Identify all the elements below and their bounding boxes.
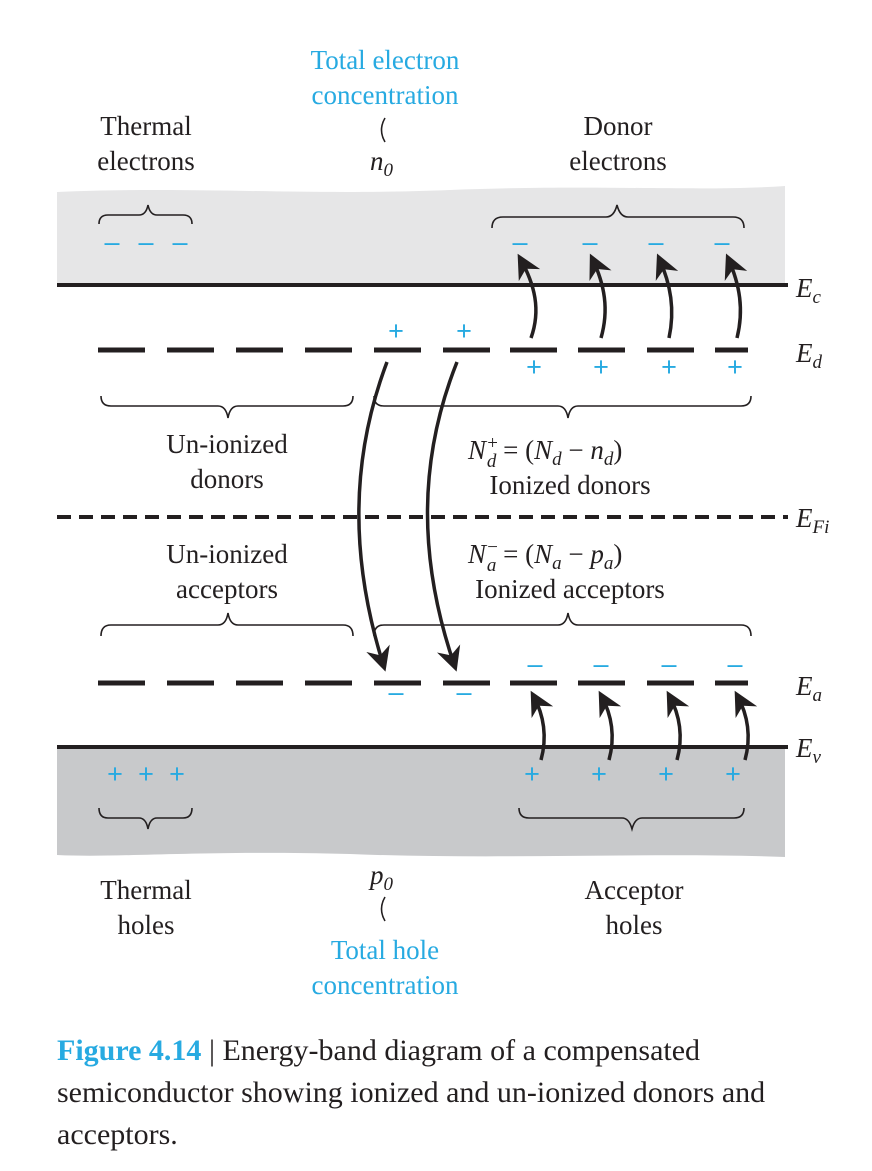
- acceptor-excitation-arrow: [598, 690, 622, 761]
- thermal-hole-sign: +: [138, 759, 154, 789]
- unionized-acceptors-label: acceptors: [176, 574, 278, 604]
- acceptor-hole-sign: +: [658, 759, 674, 789]
- ionized-donor-sign: +: [727, 352, 743, 382]
- ionized-donors-label: Ionized donors: [489, 470, 650, 500]
- unionized-donors-label: donors: [190, 464, 264, 494]
- ionized-acceptor-sign: –: [388, 677, 403, 707]
- unionized-donors-brace: [100, 395, 354, 419]
- ionized-acceptor-sign: –: [661, 649, 676, 679]
- donor-electron-sign: –: [714, 227, 729, 257]
- n0-bracket: [380, 117, 386, 143]
- acceptor-hole-sign: +: [524, 759, 540, 789]
- ionized-donors-brace: [373, 395, 752, 419]
- ed-label: Ed: [795, 338, 823, 373]
- thermal-electrons-label: electrons: [97, 146, 194, 176]
- ionized-acceptors-label: Ionized acceptors: [475, 574, 665, 604]
- acceptor-excitation-arrow: [734, 690, 758, 761]
- caption-separator: |: [201, 1034, 223, 1067]
- ionized-acceptor-sign: –: [593, 649, 608, 679]
- donor-electrons-label: electrons: [569, 146, 666, 176]
- acceptor-hole-sign: +: [725, 759, 741, 789]
- ionized-acceptors-equation: N−a = (Na − pa): [467, 537, 622, 576]
- ec-label: Ec: [795, 273, 822, 308]
- caption-text: Energy-band diagram of a compensated sem…: [57, 1034, 766, 1151]
- donor-electron-sign: –: [648, 227, 663, 257]
- ea-label: Ea: [795, 671, 822, 706]
- p0-symbol: p0: [368, 860, 394, 895]
- acceptor-holes-label: Acceptor: [585, 875, 684, 905]
- compensation-arrow: [425, 361, 461, 672]
- unionized-donors-label: Un-ionized: [166, 429, 288, 459]
- donor-excitation-arrow: [517, 253, 541, 339]
- acceptor-hole-sign: +: [591, 759, 607, 789]
- total-electron-label: Total electron: [311, 45, 460, 75]
- efi-label: EFi: [795, 503, 829, 538]
- conduction-band-region: [57, 186, 785, 285]
- thermal-electrons-brace: [98, 204, 193, 225]
- thermal-holes-label: Thermal: [100, 875, 191, 905]
- ev-label: Ev: [795, 733, 822, 768]
- compensation-arrow: [357, 361, 390, 672]
- donor-electrons-label: Donor: [584, 111, 653, 141]
- donor-electrons-brace: [491, 204, 745, 229]
- thermal-hole-sign: +: [169, 759, 185, 789]
- acceptor-holes-brace: [518, 807, 745, 833]
- donor-excitation-arrow: [655, 253, 679, 339]
- total-electron-label: concentration: [312, 80, 459, 110]
- figure-caption: Figure 4.14 | Energy-band diagram of a c…: [57, 1030, 847, 1156]
- n0-symbol: n0: [370, 146, 394, 181]
- ionized-donor-sign: +: [526, 352, 542, 382]
- ionized-acceptor-sign: –: [527, 649, 542, 679]
- ionized-donor-sign: +: [593, 352, 609, 382]
- ionized-donors-equation: N+d = (Nd − nd): [467, 433, 622, 472]
- acceptor-excitation-arrow: [530, 690, 554, 761]
- donor-electron-sign: –: [582, 227, 597, 257]
- thermal-holes-brace: [98, 807, 193, 830]
- ionized-donor-sign: +: [661, 352, 677, 382]
- donor-electron-sign: –: [512, 227, 527, 257]
- thermal-electron-sign: –: [104, 227, 119, 257]
- ionized-acceptors-brace: [373, 612, 752, 637]
- thermal-electrons-label: Thermal: [100, 111, 191, 141]
- figure-number: Figure 4.14: [57, 1034, 202, 1067]
- unionized-acceptors-brace: [100, 612, 354, 637]
- p0-bracket: [380, 896, 386, 922]
- valence-band-region: [57, 747, 785, 857]
- total-hole-label: concentration: [312, 970, 459, 1000]
- thermal-holes-label: holes: [118, 910, 175, 940]
- thermal-electron-sign: –: [172, 227, 187, 257]
- thermal-hole-sign: +: [107, 759, 123, 789]
- acceptor-holes-label: holes: [606, 910, 663, 940]
- thermal-electron-sign: –: [138, 227, 153, 257]
- ionized-donor-sign: +: [388, 316, 404, 346]
- donor-excitation-arrow: [724, 253, 748, 339]
- ionized-acceptor-sign: –: [727, 649, 742, 679]
- donor-excitation-arrow: [589, 253, 612, 339]
- unionized-acceptors-label: Un-ionized: [166, 539, 288, 569]
- acceptor-excitation-arrow: [666, 690, 690, 761]
- ionized-donor-sign: +: [456, 316, 472, 346]
- ionized-acceptor-sign: –: [456, 677, 471, 707]
- total-hole-label: Total hole: [331, 935, 439, 965]
